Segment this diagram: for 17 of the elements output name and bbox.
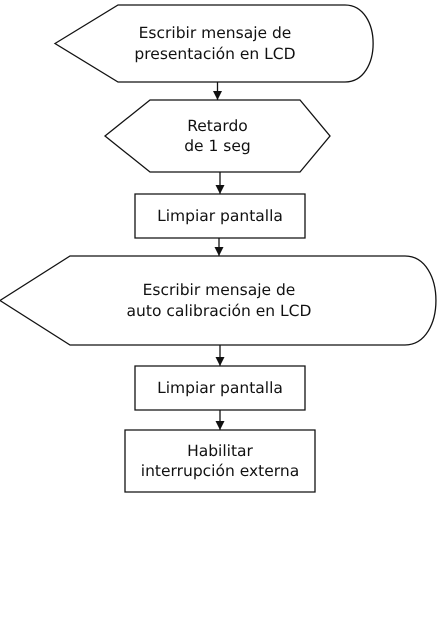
arrow [214,238,224,256]
arrow [213,82,222,100]
node-text: Escribir mensaje de auto calibración en LCD [126,280,312,321]
process-box [135,366,305,410]
arrow [216,410,224,430]
node-text: Retardo de 1 seg [183,116,252,156]
node-text: Limpiar pantalla [156,206,284,226]
node-text: Escribir mensaje de presentación en LCD [133,23,297,64]
node-text: Habilitar interrupción externa [140,440,300,482]
arrow [216,345,224,366]
process-box [125,430,315,492]
node-text: Limpiar pantalla [156,378,284,398]
display-shape [55,5,375,82]
display-shape [0,256,438,345]
arrow [216,172,224,194]
preparation-hexagon [105,100,330,172]
process-box [135,194,305,238]
